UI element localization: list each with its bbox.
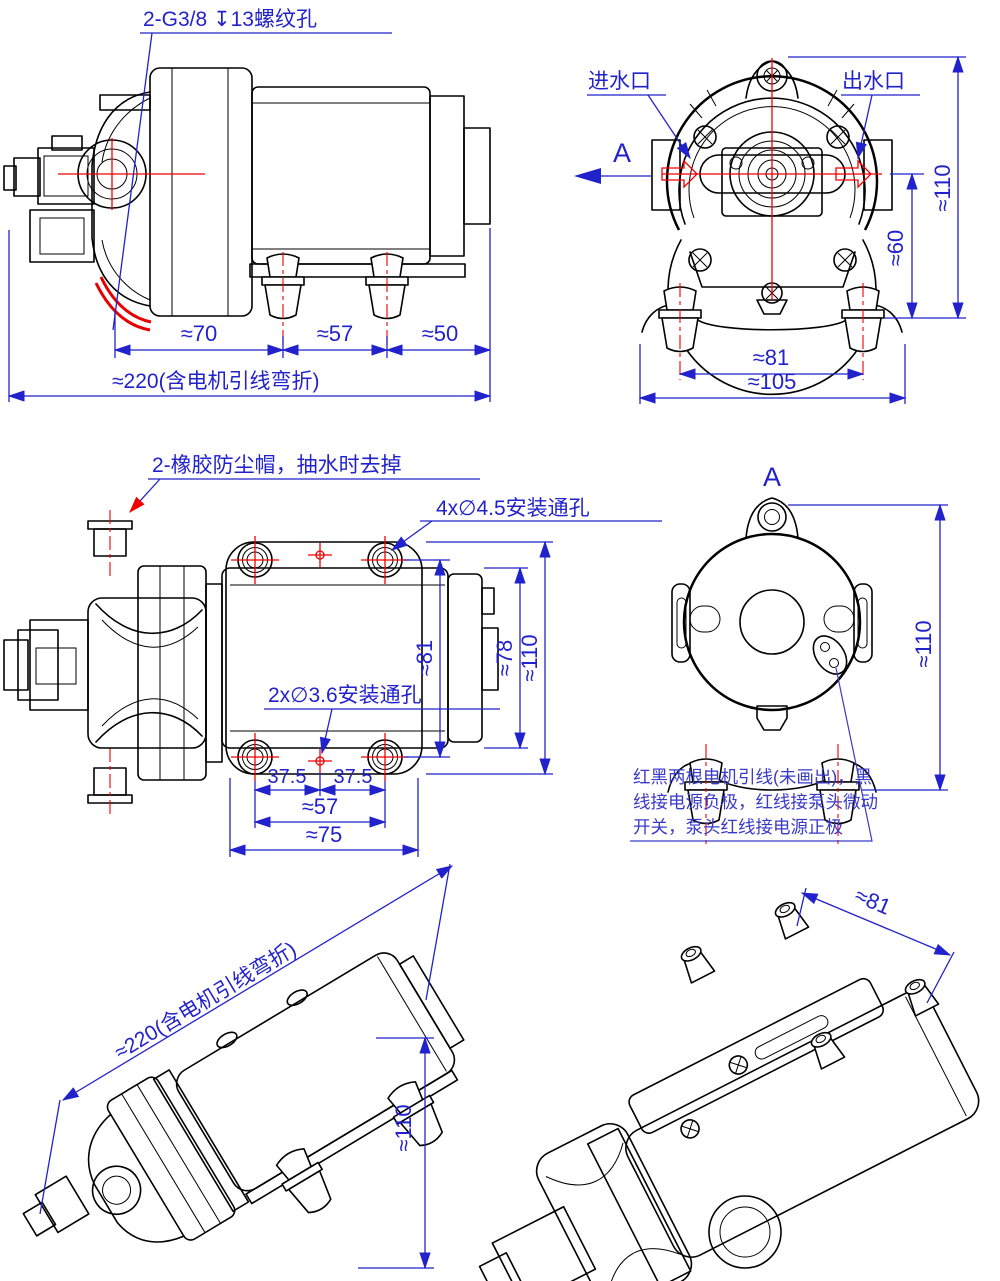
dim-front-81: ≈81 — [753, 345, 790, 370]
dim-top-75: ≈75 — [306, 822, 343, 847]
view-direction-arrow-icon — [574, 168, 652, 184]
section-view-a: A ≈110 红黑两根电机引线(未画出)，黑 — [630, 462, 948, 844]
dim-top-37-right: 37.5 — [334, 766, 373, 788]
thread-spec-label: 2-G3/8 ↧13螺纹孔 — [143, 8, 317, 31]
outlet-leader-line — [855, 94, 873, 160]
wire-note-line-1: 红黑两根电机引线(未画出)，黑 — [633, 767, 872, 787]
outlet-label: 出水口 — [842, 70, 905, 93]
dust-cap-note: 2-橡胶防尘帽，抽水时去掉 — [152, 454, 402, 477]
dust-cap-leader-line — [129, 478, 161, 514]
wire-outlet-feature — [812, 635, 848, 675]
dim-top-57: ≈57 — [302, 794, 339, 819]
hole36-leader-line — [319, 708, 333, 755]
dim-side-50: ≈50 — [422, 321, 459, 346]
dim-viewa-110: ≈110 — [911, 620, 936, 667]
dim-side-70: ≈70 — [181, 321, 218, 346]
top-view: 2-橡胶防尘帽，抽水时去掉 4x∅4.5安装通孔 2x∅3.6安装通孔 ≈81 … — [3, 454, 662, 857]
mount-hole-2x36-note: 2x∅3.6安装通孔 — [268, 684, 422, 707]
thread-leader-line — [112, 32, 153, 331]
front-view: 进水口 出水口 A ≈60 ≈110 ≈81 ≈105 — [574, 55, 966, 404]
dim-top-110: ≈110 — [517, 634, 542, 681]
dim-isoleft-220: ≈220(含电机引线弯折) — [111, 938, 301, 1065]
inlet-label: 进水口 — [588, 70, 651, 93]
dim-top-81: ≈81 — [412, 640, 437, 677]
dim-isoleft-110: ≈110 — [391, 1104, 416, 1151]
dim-top-37-left: 37.5 — [268, 766, 307, 788]
wire-note-leader-line — [630, 667, 873, 842]
isometric-view-right: ≈81 — [478, 882, 980, 1281]
dim-side-57: ≈57 — [317, 321, 354, 346]
dim-front-105: ≈105 — [748, 369, 797, 394]
inlet-flow-arrow-icon — [661, 159, 698, 189]
dim-side-220: ≈220(含电机引线弯折) — [112, 370, 320, 393]
inlet-leader-line — [647, 94, 691, 160]
dim-front-110: ≈110 — [930, 164, 955, 211]
dim-isoright-81: ≈81 — [851, 882, 894, 919]
isometric-view-left: ≈220(含电机引线弯折) ≈110 — [22, 863, 465, 1270]
side-view: 2-G3/8 ↧13螺纹孔 ≈70 ≈57 ≈50 ≈220(含电机引线弯折) — [3, 8, 492, 402]
dim-front-60: ≈60 — [883, 230, 908, 267]
wire-note-line-3: 开关，泵头红线接电源正极 — [633, 817, 843, 837]
wire-note-line-2: 线接电源负极，红线接泵头微动 — [633, 792, 878, 812]
hole45-leader-line — [390, 520, 433, 551]
view-a-label: A — [763, 462, 781, 492]
dim-top-78: ≈78 — [492, 640, 517, 677]
outlet-flow-arrow-icon — [835, 159, 872, 189]
view-a-arrow-label: A — [613, 138, 631, 168]
mounting-grommets — [231, 536, 409, 781]
mount-hole-4x45-note: 4x∅4.5安装通孔 — [436, 497, 590, 520]
